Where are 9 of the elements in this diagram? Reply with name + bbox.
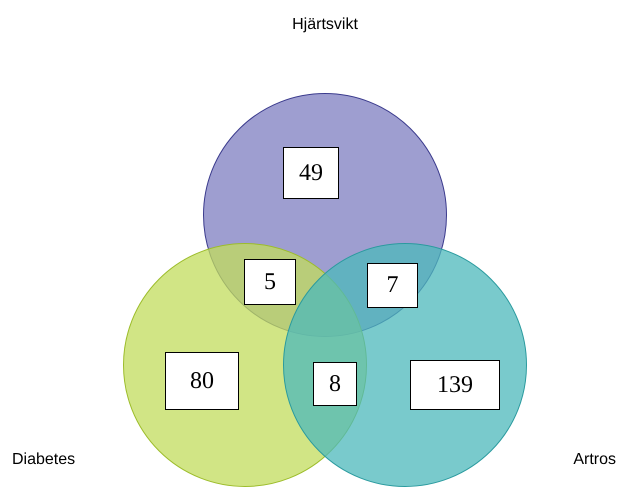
set-label: Artros [573, 451, 616, 469]
set-label: Hjärtsvikt [292, 16, 358, 34]
count-box: 8 [313, 362, 357, 406]
count-box: 49 [283, 147, 339, 199]
count-box: 139 [410, 360, 500, 410]
set-label: Diabetes [12, 451, 76, 469]
count-box: 80 [165, 352, 239, 410]
count-box: 7 [367, 263, 418, 308]
count-box: 5 [244, 259, 296, 305]
